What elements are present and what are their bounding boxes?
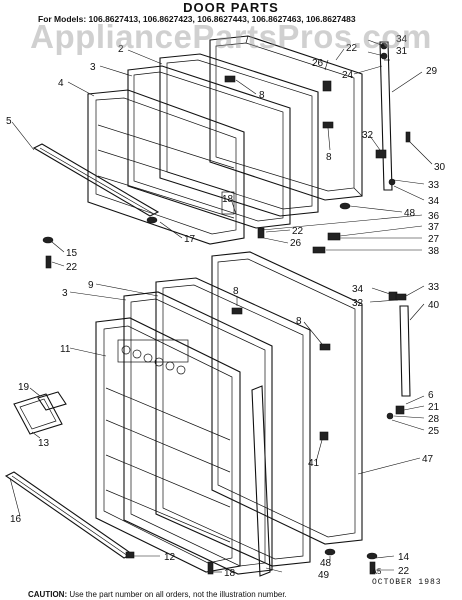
callout-33a: 33: [428, 180, 440, 191]
callout-24: 24: [342, 70, 354, 81]
leader-lines: [9, 39, 433, 573]
stamp-code: A5: [372, 568, 382, 577]
callout-40: 40: [428, 300, 440, 311]
callout-6: 6: [428, 390, 434, 401]
callout-8d: 8: [296, 316, 302, 327]
callout-18b: 18: [224, 568, 236, 579]
upper-door-gasket: [159, 53, 319, 217]
callout-22c: 22: [66, 262, 78, 273]
callout-26a: 26: [312, 58, 324, 69]
callout-3a: 3: [90, 62, 96, 73]
callout-14: 14: [398, 552, 410, 563]
callout-25: 25: [428, 426, 440, 437]
callout-8b: 8: [326, 152, 332, 163]
callout-41: 41: [308, 458, 320, 469]
stamp-date: OCTOBER 1983: [372, 578, 442, 587]
callout-22d: 22: [398, 566, 410, 577]
callout-29: 29: [426, 66, 438, 77]
callout-21: 21: [428, 402, 440, 413]
upper-door-handle: [32, 143, 160, 217]
callout-17: 17: [184, 234, 196, 245]
lower-door-frame: [123, 291, 273, 575]
callout-22a: 22: [346, 43, 358, 54]
callout-22b: 22: [292, 226, 304, 237]
callout-12: 12: [164, 552, 176, 563]
upper-door-liner: [87, 89, 245, 245]
butter-compartment: [13, 391, 67, 435]
callout-32b: 32: [352, 298, 364, 309]
callout-32a: 32: [362, 130, 374, 141]
callout-31: 31: [396, 46, 408, 57]
lower-door-gasket: [155, 277, 311, 567]
lower-outer-door-panel: [211, 251, 363, 545]
lower-door-liner: [95, 317, 241, 573]
callout-34b: 34: [428, 196, 440, 207]
lower-hardware: [125, 291, 407, 575]
callout-11: 11: [60, 344, 71, 355]
callout-16: 16: [10, 514, 22, 525]
callout-13: 13: [38, 438, 50, 449]
page-title: DOOR PARTS: [183, 0, 279, 15]
lower-side-strip: [251, 385, 271, 577]
callout-2: 2: [118, 44, 124, 55]
caution-text: Use the part number on all orders, not t…: [67, 590, 287, 599]
callout-9: 9: [88, 280, 94, 291]
callout-34c: 34: [352, 284, 364, 295]
callout-48b: 48: [320, 558, 332, 569]
callout-26b: 26: [290, 238, 302, 249]
callout-49: 49: [318, 570, 330, 581]
callout-38: 38: [428, 246, 440, 257]
callout-48a: 48: [404, 208, 416, 219]
callout-8a: 8: [259, 90, 265, 101]
callout-28: 28: [428, 414, 440, 425]
callout-numbers: 34 31 22 26 24 29 2 3 4 8 8 5 32 30 33 3…: [6, 34, 446, 581]
lower-hinge-bar: [399, 305, 411, 397]
lower-door-handle: [4, 471, 134, 559]
callout-18a: 18: [222, 194, 234, 205]
model-list: For Models: 106.8627413, 106.8627423, 10…: [38, 14, 356, 24]
upper-hinge-bar: [379, 41, 393, 191]
upper-hardware: [42, 42, 411, 269]
callout-27: 27: [428, 234, 440, 245]
caution-label: CAUTION:: [28, 590, 68, 599]
callout-30: 30: [434, 162, 446, 173]
upper-outer-door-panel: [209, 35, 363, 201]
callout-36: 36: [428, 211, 440, 222]
callout-15: 15: [66, 248, 78, 259]
caution-note: CAUTION: Use the part number on all orde…: [28, 590, 287, 599]
callout-33b: 33: [428, 282, 440, 293]
callout-47: 47: [422, 454, 434, 465]
callout-19: 19: [18, 382, 30, 393]
callout-34a: 34: [396, 34, 408, 45]
callout-8c: 8: [233, 286, 239, 297]
upper-door-frame: [127, 65, 291, 229]
callout-5: 5: [6, 116, 12, 127]
callout-37: 37: [428, 222, 440, 233]
watermark-text: AppliancePartsPros.com: [30, 18, 432, 55]
callout-4: 4: [58, 78, 64, 89]
callout-3b: 3: [62, 288, 68, 299]
